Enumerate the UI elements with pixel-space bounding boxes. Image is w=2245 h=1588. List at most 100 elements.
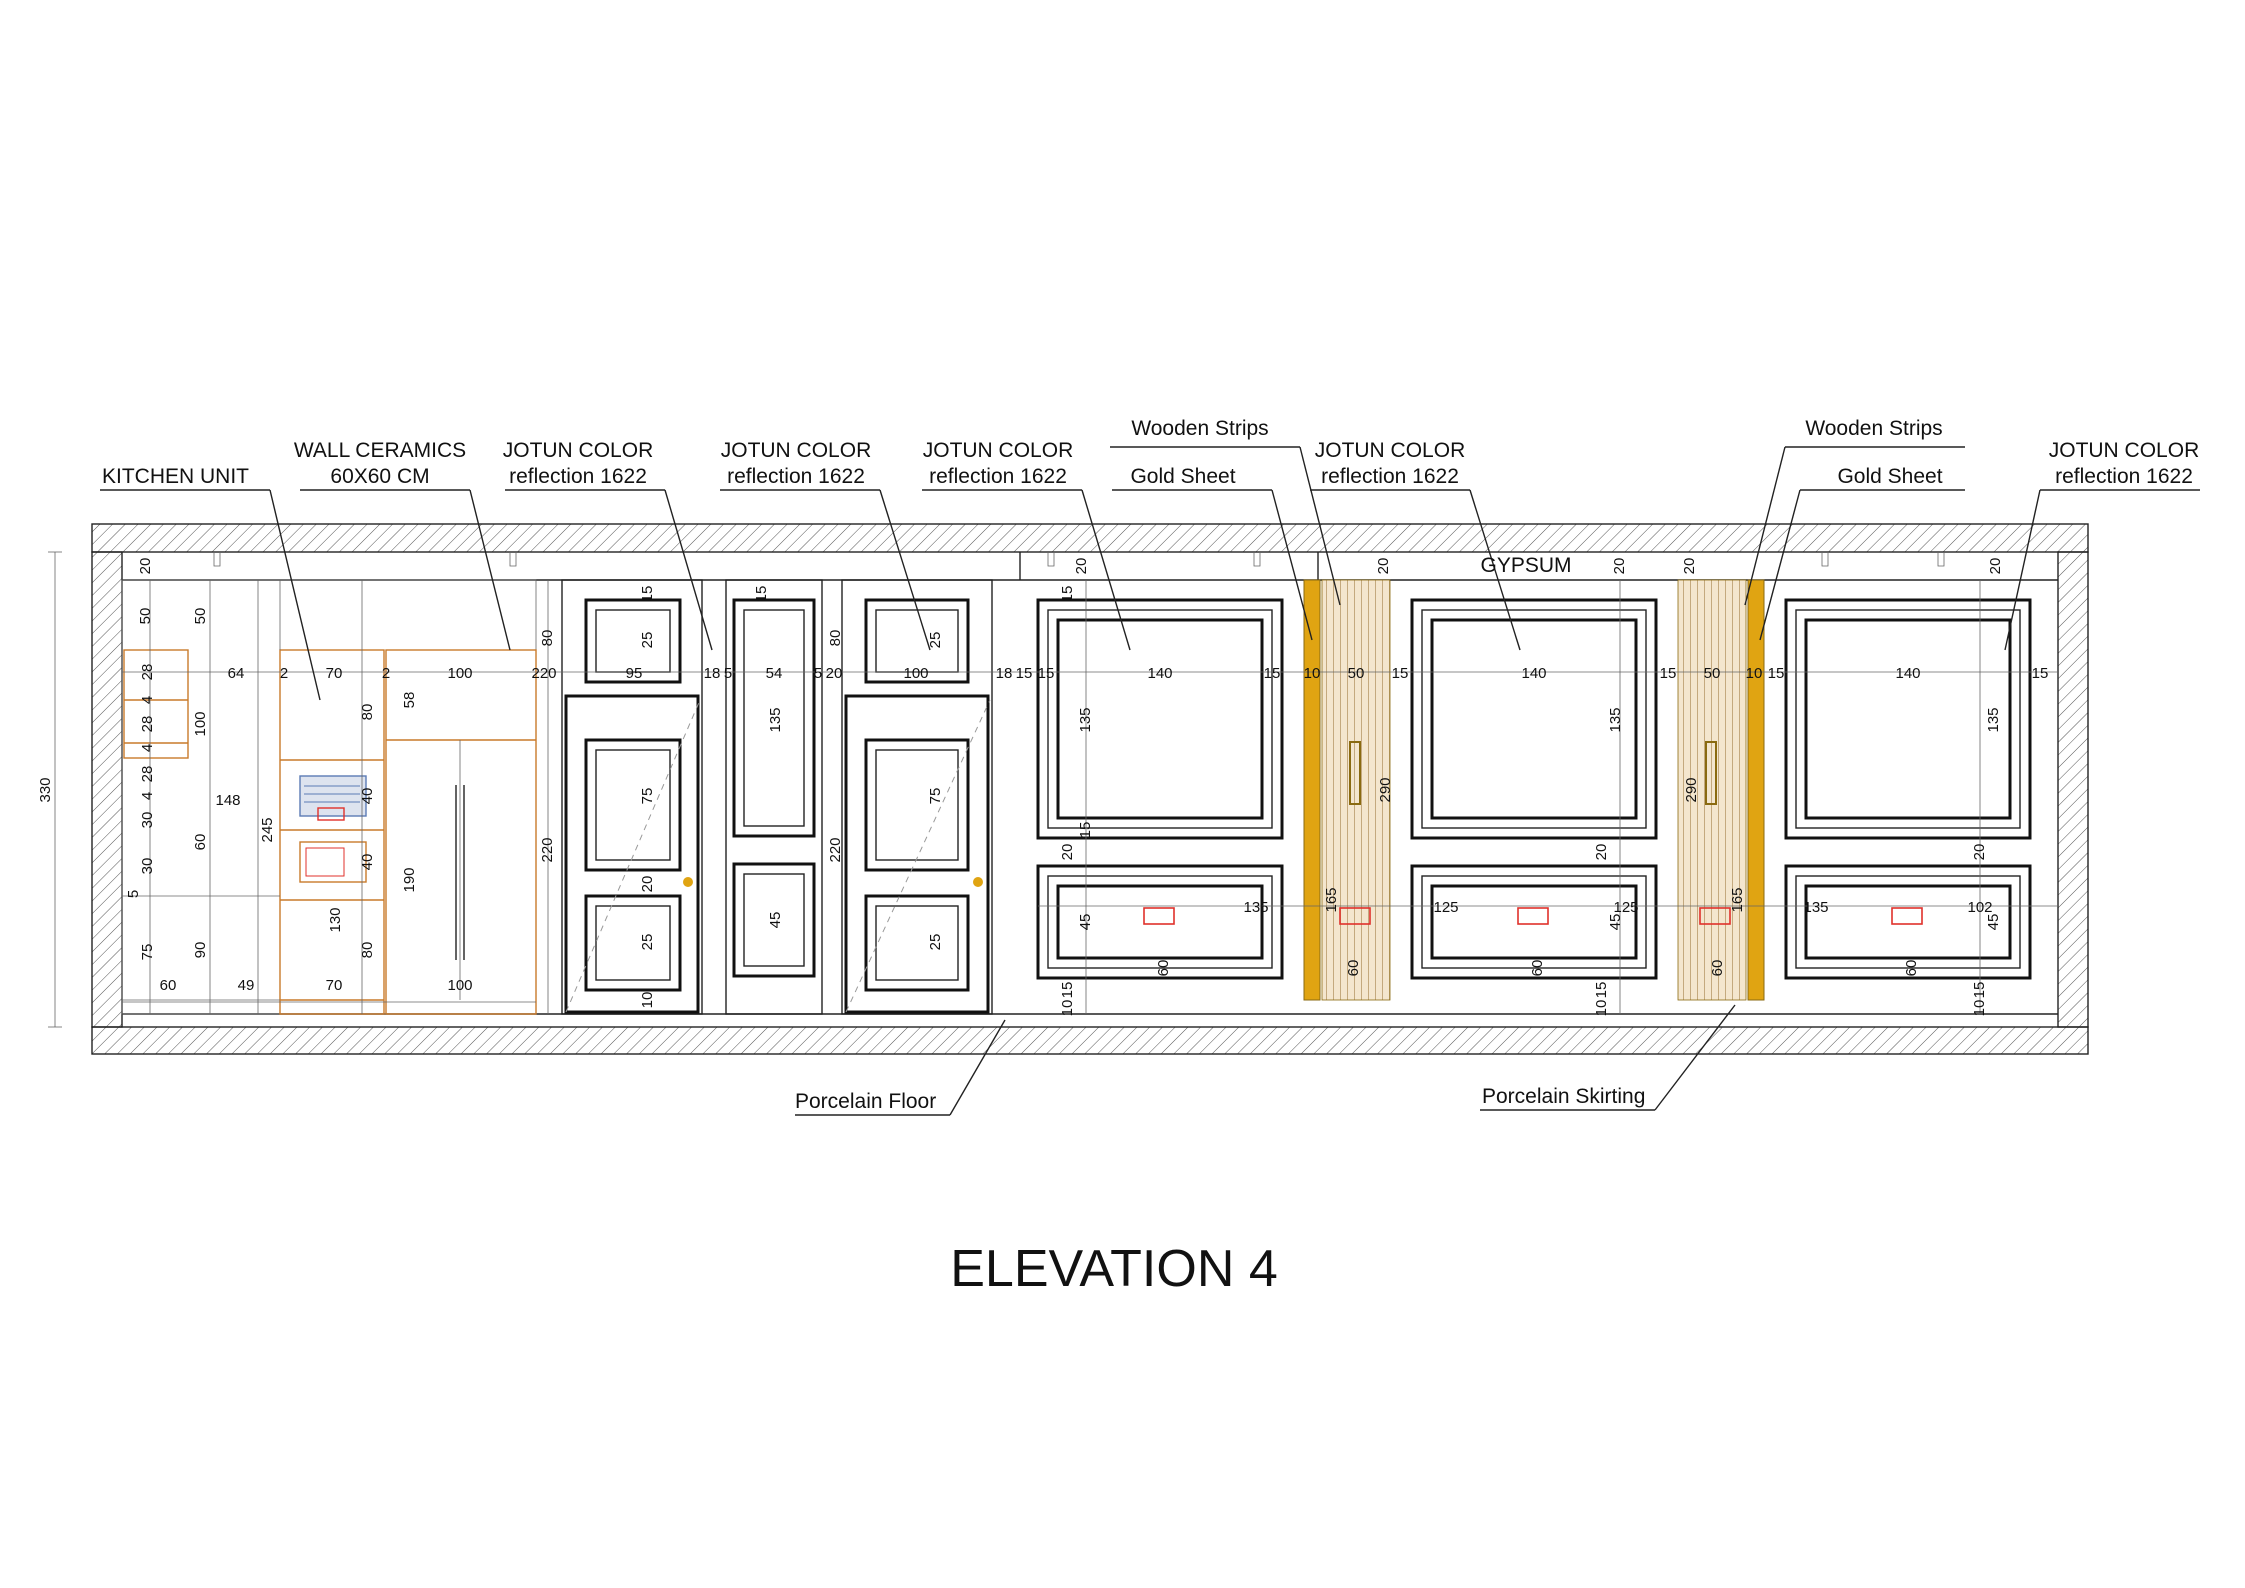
callout-porcelain-floor: Porcelain Floor xyxy=(795,1090,936,1113)
dim-overall-height: 330 xyxy=(37,777,54,802)
svg-text:10: 10 xyxy=(1971,1000,1988,1017)
svg-text:135: 135 xyxy=(1243,899,1268,916)
svg-text:20: 20 xyxy=(1987,558,2004,575)
svg-text:5: 5 xyxy=(125,890,142,898)
callout-jotun-4: JOTUN COLOR xyxy=(1315,439,1466,462)
wooden-strips xyxy=(1677,579,1747,1001)
svg-text:5: 5 xyxy=(814,665,822,682)
svg-text:15: 15 xyxy=(1059,982,1076,999)
callout-wooden-strips-right: Wooden Strips xyxy=(1805,417,1942,440)
svg-text:50: 50 xyxy=(1348,665,1365,682)
svg-text:40: 40 xyxy=(359,854,376,871)
svg-text:25: 25 xyxy=(927,934,944,951)
svg-text:140: 140 xyxy=(1521,665,1546,682)
callout-gypsum: GYPSUM xyxy=(1480,554,1571,577)
gold-sheet xyxy=(1303,579,1321,1001)
svg-text:15: 15 xyxy=(1264,665,1281,682)
svg-text:80: 80 xyxy=(539,630,556,647)
dimension-lines xyxy=(48,551,2058,1028)
svg-text:28: 28 xyxy=(139,664,156,681)
svg-text:80: 80 xyxy=(827,630,844,647)
callout-jotun-3-ref: reflection 1622 xyxy=(929,465,1067,488)
svg-text:50: 50 xyxy=(137,608,154,625)
svg-text:10: 10 xyxy=(639,992,656,1009)
tall-cabinet-1 xyxy=(279,649,385,1015)
svg-text:4: 4 xyxy=(139,696,156,704)
ceiling-slab xyxy=(91,523,2089,553)
socket-icon xyxy=(1891,907,1923,925)
svg-text:135: 135 xyxy=(1985,707,2002,732)
door-1 xyxy=(561,579,703,1015)
svg-text:148: 148 xyxy=(215,792,240,809)
svg-text:20: 20 xyxy=(1593,844,1610,861)
svg-text:10: 10 xyxy=(1304,665,1321,682)
kitchen-vertical-dims: 20 50 50 80 58 190 245 130 80 40 40 100 … xyxy=(125,558,418,961)
callout-jotun-1-ref: reflection 1622 xyxy=(509,465,647,488)
svg-text:10: 10 xyxy=(1593,1000,1610,1017)
svg-text:15: 15 xyxy=(1038,665,1055,682)
callout-porcelain-skirting: Porcelain Skirting xyxy=(1482,1085,1645,1108)
svg-text:25: 25 xyxy=(639,632,656,649)
svg-text:25: 25 xyxy=(639,934,656,951)
door-handle-icon xyxy=(683,877,693,887)
svg-text:60: 60 xyxy=(1709,960,1726,977)
svg-text:10: 10 xyxy=(1059,1000,1076,1017)
svg-text:20: 20 xyxy=(1681,558,1698,575)
svg-text:125: 125 xyxy=(1433,899,1458,916)
svg-text:25: 25 xyxy=(927,632,944,649)
svg-text:135: 135 xyxy=(1607,707,1624,732)
svg-text:15: 15 xyxy=(1971,982,1988,999)
callout-wall-ceramics: WALL CERAMICS xyxy=(294,439,466,462)
svg-text:20: 20 xyxy=(826,665,843,682)
wooden-strips xyxy=(1321,579,1391,1001)
svg-text:20: 20 xyxy=(639,876,656,893)
wall-lower-dims: 135 165 125 125 165 135 102 xyxy=(1243,887,1992,916)
svg-text:30: 30 xyxy=(139,858,156,875)
callout-jotun-2: JOTUN COLOR xyxy=(721,439,872,462)
callout-jotun-5-ref: reflection 1622 xyxy=(2055,465,2193,488)
wall-ceramic-panel xyxy=(123,649,189,759)
svg-text:30: 30 xyxy=(139,812,156,829)
svg-text:18: 18 xyxy=(996,665,1013,682)
dim-bottom-70: 70 xyxy=(326,977,343,994)
socket-icon xyxy=(1517,907,1549,925)
svg-text:60: 60 xyxy=(192,834,209,851)
gold-sheet xyxy=(1747,579,1765,1001)
callout-wooden-strips-left: Wooden Strips xyxy=(1131,417,1268,440)
svg-text:15: 15 xyxy=(1059,586,1076,603)
svg-text:135: 135 xyxy=(1803,899,1828,916)
svg-text:220: 220 xyxy=(827,837,844,862)
svg-text:45: 45 xyxy=(1077,914,1094,931)
svg-text:75: 75 xyxy=(639,788,656,805)
oven-icon xyxy=(299,841,367,883)
socket-icon xyxy=(1339,907,1371,925)
svg-text:10: 10 xyxy=(1746,665,1763,682)
svg-text:90: 90 xyxy=(192,942,209,959)
door-vertical-dims: 80 220 25 15 75 20 25 10 15 135 45 80 22… xyxy=(539,586,944,1009)
svg-text:165: 165 xyxy=(1729,887,1746,912)
wall-panel-bay-3 xyxy=(1784,598,2032,980)
feature-strip-right xyxy=(1677,579,1765,1001)
svg-text:58: 58 xyxy=(401,692,418,709)
wall-vertical-dims: 20 15 135 20 15 45 15 10 60 290 290 60 6… xyxy=(1059,558,2004,1017)
svg-text:75: 75 xyxy=(927,788,944,805)
svg-text:95: 95 xyxy=(626,665,643,682)
dim-kitchen-2a: 2 xyxy=(280,665,288,682)
svg-text:50: 50 xyxy=(192,608,209,625)
svg-text:140: 140 xyxy=(1895,665,1920,682)
socket-icon xyxy=(317,807,345,821)
svg-text:45: 45 xyxy=(767,912,784,929)
callout-jotun-5: JOTUN COLOR xyxy=(2049,439,2200,462)
wall-light-icon xyxy=(1705,741,1717,805)
dim-kitchen-70: 70 xyxy=(326,665,343,682)
right-wall xyxy=(2057,551,2089,1028)
svg-text:15: 15 xyxy=(639,586,656,603)
svg-text:20: 20 xyxy=(1611,558,1628,575)
svg-text:54: 54 xyxy=(766,665,783,682)
door-2 xyxy=(725,579,823,1015)
svg-text:45: 45 xyxy=(1607,914,1624,931)
microwave-icon xyxy=(299,775,367,817)
svg-text:125: 125 xyxy=(1613,899,1638,916)
socket-icon xyxy=(1143,907,1175,925)
svg-text:60: 60 xyxy=(1529,960,1546,977)
